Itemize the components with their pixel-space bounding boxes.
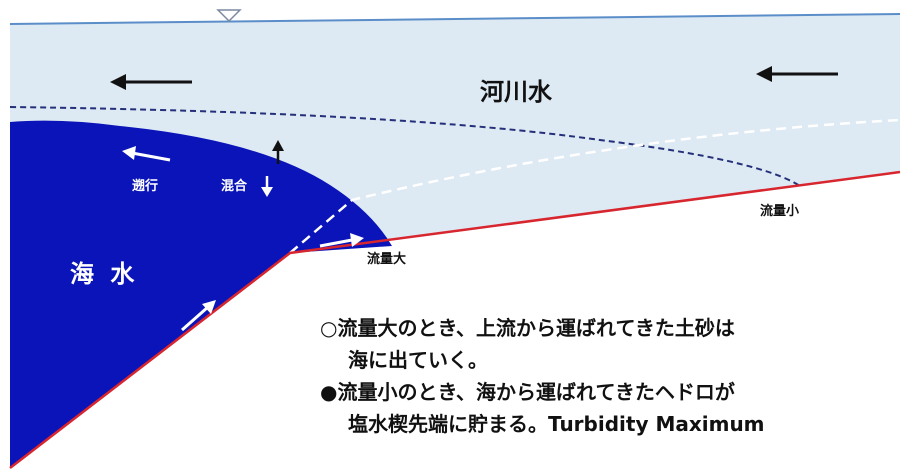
backflow-label: 遡行 xyxy=(132,179,159,194)
mixing-up-arrow-icon xyxy=(272,140,284,164)
salt-wedge-interface-small-flow xyxy=(9,106,801,187)
salt-wedge-area xyxy=(10,120,392,469)
river-water-label: 河川水 xyxy=(480,78,552,106)
river-water-area xyxy=(10,14,900,468)
sediment-outflow-arrow-icon xyxy=(319,233,364,248)
river-flow-right-arrow xyxy=(756,66,838,82)
mixing-down-arrow-icon xyxy=(261,176,273,197)
river-bed-line xyxy=(9,170,901,469)
backflow-arrow-icon xyxy=(122,146,171,162)
water-surface-line xyxy=(9,13,901,25)
river-flow-left-arrow xyxy=(110,74,192,90)
note-line: 塩水楔先端に貯まる。Turbidity Maximum xyxy=(348,412,765,436)
note-line: ●流量小のとき、海から運ばれてきたヘドロが xyxy=(320,380,735,404)
mixing-label: 混合 xyxy=(221,179,248,194)
flow-large-label: 流量大 xyxy=(367,252,407,267)
note-line: ○流量大のとき、上流から運ばれてきた土砂は xyxy=(320,316,735,340)
sea-water-label: 海 水 xyxy=(70,260,139,288)
sea-intrusion-arrow-icon xyxy=(181,300,216,332)
note-line: 海に出ていく。 xyxy=(348,348,488,372)
water-level-icon xyxy=(216,9,242,23)
flow-small-label: 流量小 xyxy=(760,204,800,219)
explanation-notes: ○流量大のとき、上流から運ばれてきた土砂は 海に出ていく。 ●流量小のとき、海か… xyxy=(320,312,765,440)
